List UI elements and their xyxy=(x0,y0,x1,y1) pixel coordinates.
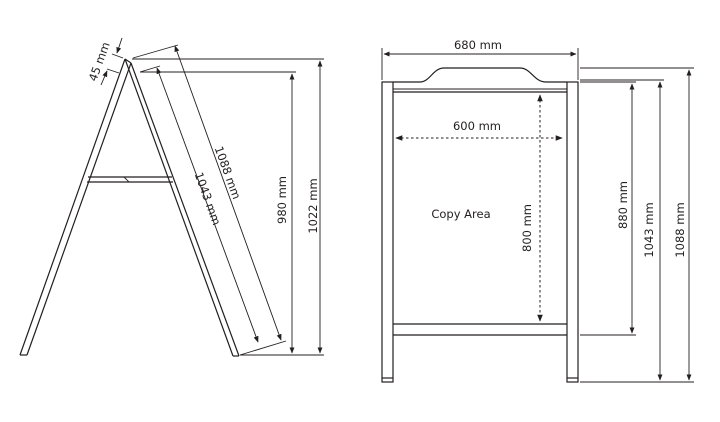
label-800mm: 800 mm xyxy=(520,204,534,252)
dim-side-heights: 980 mm 1022 mm xyxy=(132,58,324,356)
dim-overall-width: 680 mm xyxy=(381,38,579,80)
dim-inner-width: 600 mm xyxy=(395,119,563,141)
dim-leg-inner: 1043 mm xyxy=(139,65,259,343)
label-680mm: 680 mm xyxy=(454,38,502,52)
label-45mm: 45 mm xyxy=(86,40,113,83)
right-leg xyxy=(124,58,240,357)
top-rail xyxy=(393,67,567,83)
dim-front-heights: 880 mm 1043 mm 1088 mm xyxy=(580,67,694,383)
dim-top-thickness: 45 mm xyxy=(86,37,124,86)
bottom-rail xyxy=(393,323,567,336)
label-880mm: 880 mm xyxy=(616,181,630,229)
label-980mm: 980 mm xyxy=(275,176,289,224)
front-view: 680 mm 600 mm Copy Area 800 mm 880 mm 10… xyxy=(381,38,694,383)
cross-bar xyxy=(87,176,173,183)
top-hinge xyxy=(124,58,132,64)
label-600mm: 600 mm xyxy=(453,119,501,133)
right-post xyxy=(566,81,579,383)
copy-area-label: Copy Area xyxy=(431,207,490,221)
label-1088mm-side: 1088 mm xyxy=(212,144,244,201)
label-1022mm: 1022 mm xyxy=(306,178,320,233)
label-1043mm-side: 1043 mm xyxy=(192,170,224,227)
left-post xyxy=(381,81,394,383)
side-view: 45 mm 1088 mm 1043 mm 980 mm 1022 mm xyxy=(19,37,324,357)
label-1088mm-front: 1088 mm xyxy=(673,202,687,257)
left-leg xyxy=(19,58,132,356)
dim-copy-height: 800 mm xyxy=(520,94,543,322)
label-1043mm-front: 1043 mm xyxy=(642,202,656,257)
